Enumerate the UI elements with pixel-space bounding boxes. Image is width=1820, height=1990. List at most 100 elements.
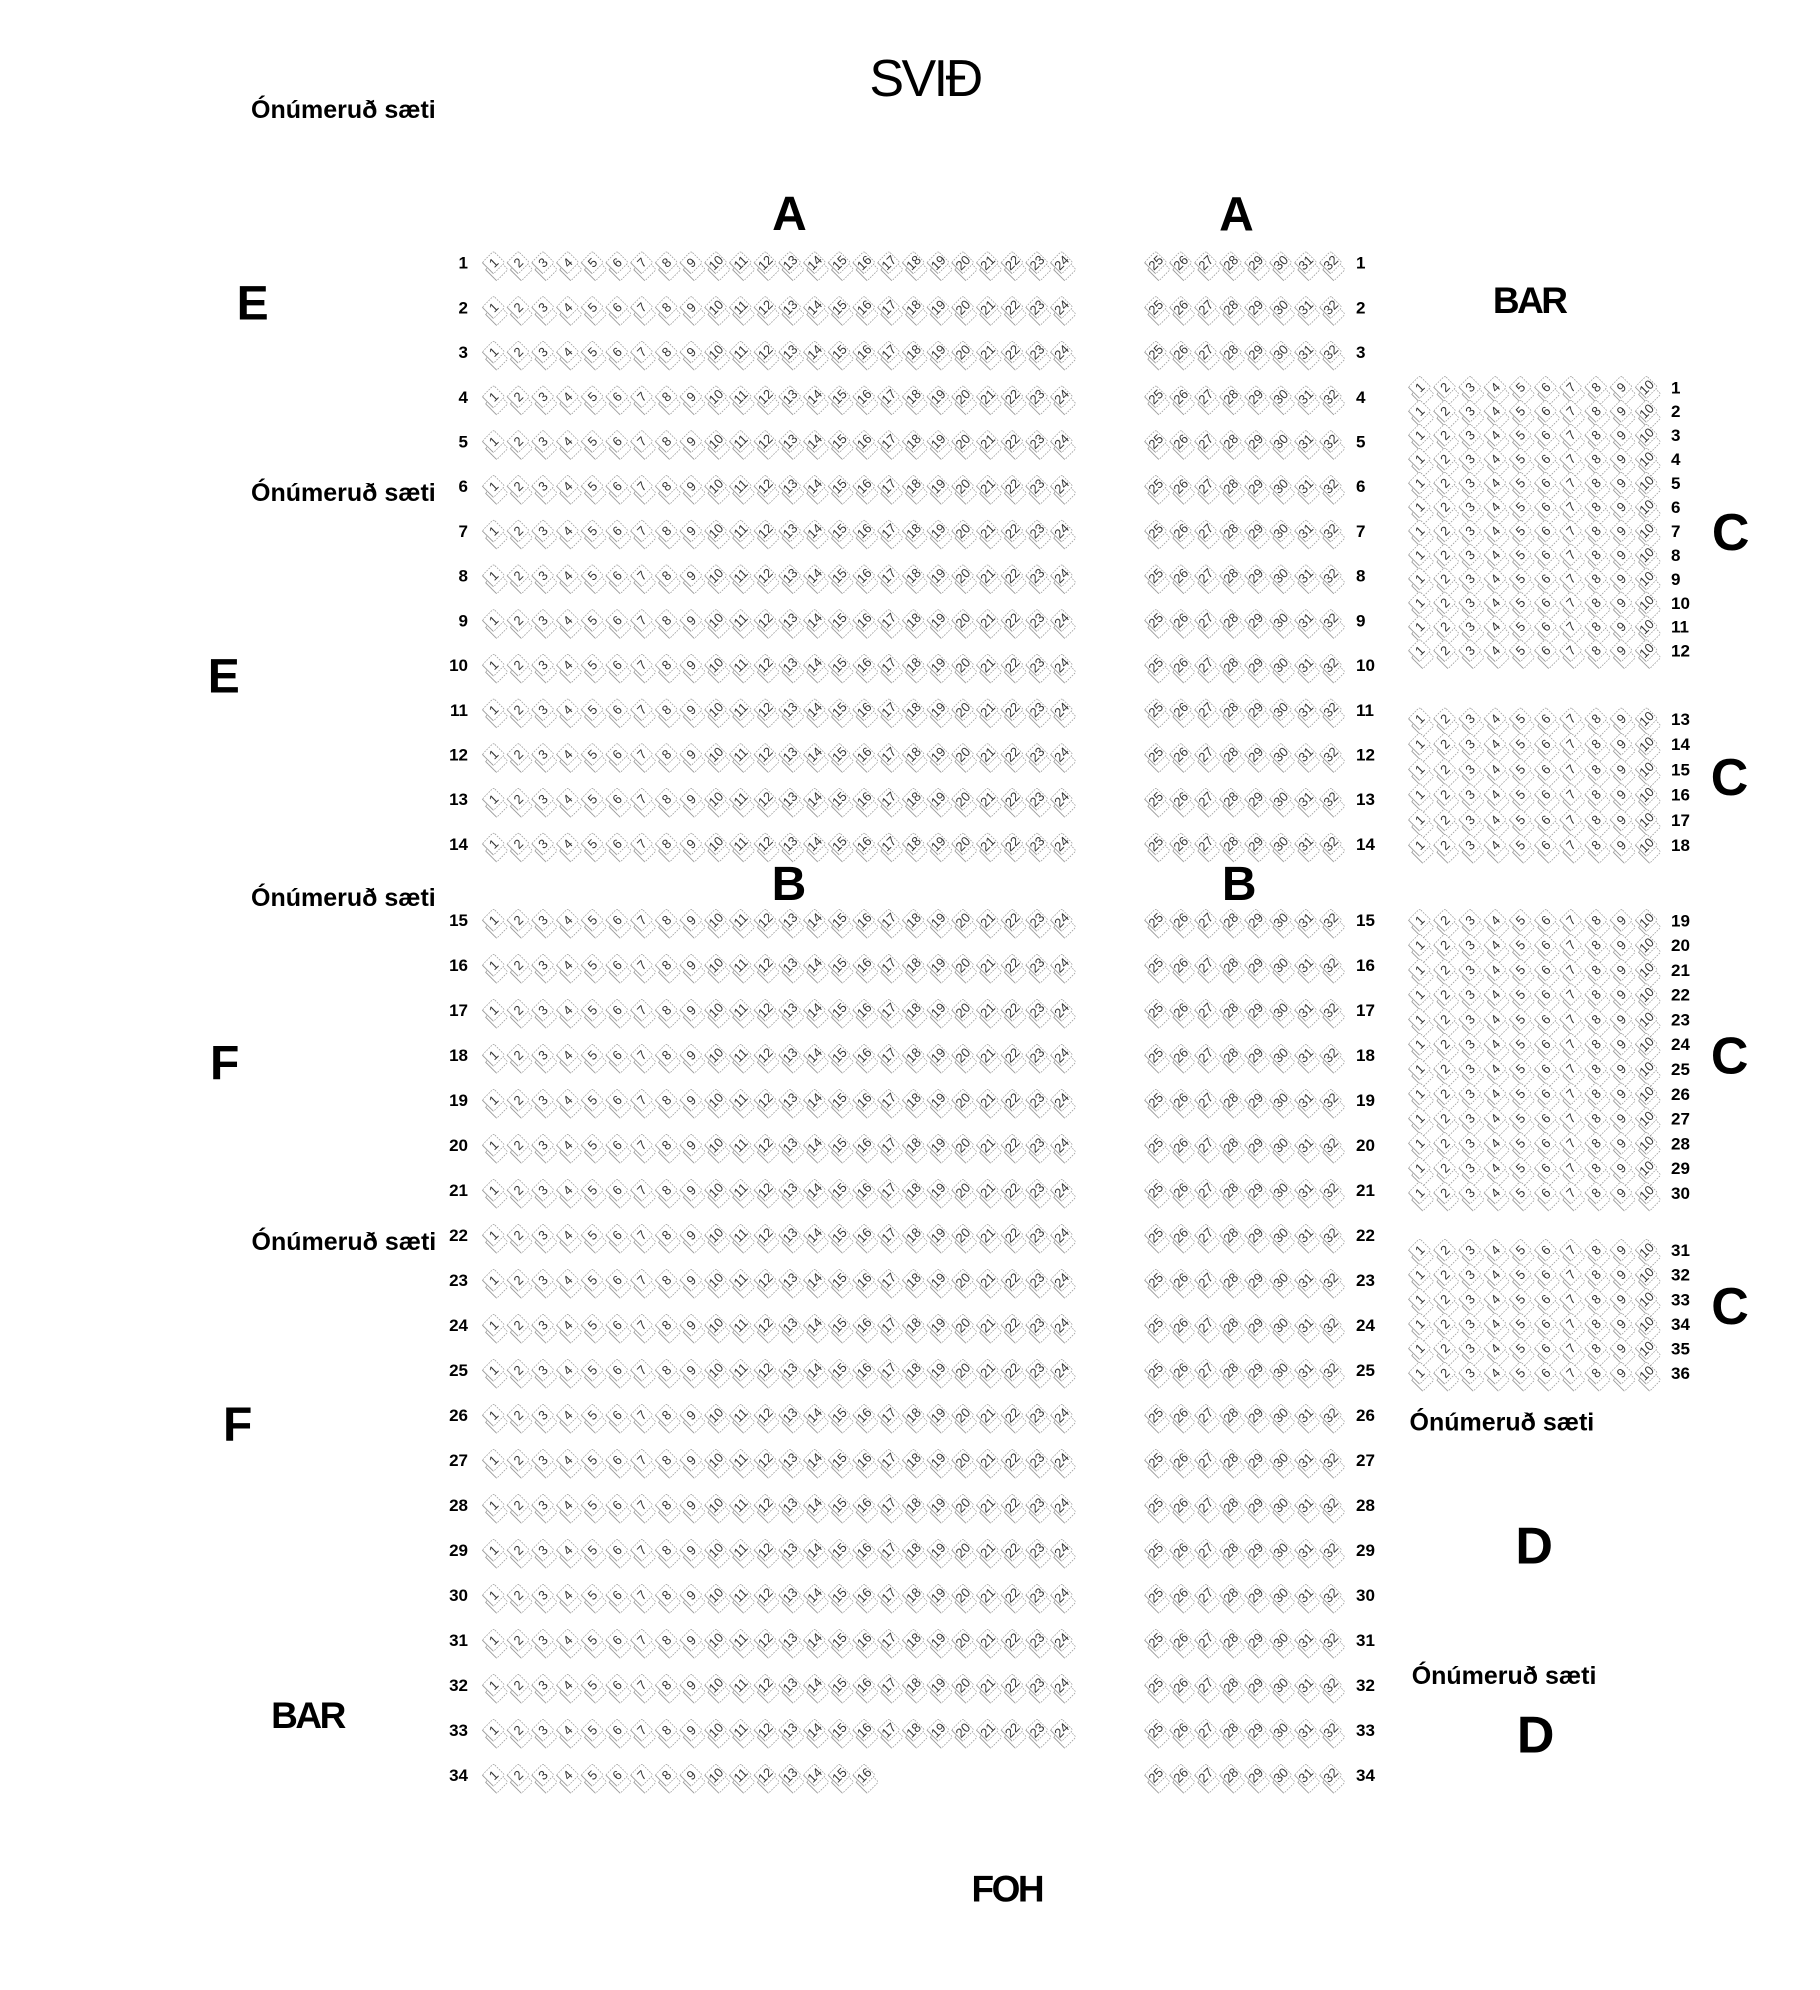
svg-text:12: 12 bbox=[1671, 642, 1690, 661]
svg-text:Ónúmeruð sæti: Ónúmeruð sæti bbox=[251, 882, 436, 912]
svg-text:27: 27 bbox=[1671, 1110, 1690, 1129]
svg-text:33: 33 bbox=[1356, 1721, 1375, 1740]
svg-text:18: 18 bbox=[1671, 836, 1690, 855]
svg-text:29: 29 bbox=[1671, 1159, 1690, 1178]
svg-text:16: 16 bbox=[1356, 956, 1375, 975]
svg-text:1: 1 bbox=[1671, 378, 1680, 397]
svg-text:28: 28 bbox=[1671, 1134, 1690, 1153]
svg-text:C: C bbox=[1711, 1278, 1749, 1336]
svg-text:23: 23 bbox=[1671, 1010, 1690, 1029]
svg-text:21: 21 bbox=[1671, 961, 1690, 980]
svg-text:20: 20 bbox=[1356, 1136, 1375, 1155]
svg-text:20: 20 bbox=[1671, 936, 1690, 955]
svg-text:30: 30 bbox=[449, 1586, 468, 1605]
svg-text:34: 34 bbox=[1356, 1766, 1375, 1785]
svg-text:2: 2 bbox=[1356, 298, 1365, 317]
svg-text:19: 19 bbox=[1671, 911, 1690, 930]
svg-text:15: 15 bbox=[1671, 760, 1690, 779]
svg-text:5: 5 bbox=[1356, 433, 1365, 452]
svg-text:11: 11 bbox=[1671, 618, 1689, 637]
svg-text:15: 15 bbox=[1356, 911, 1375, 930]
svg-text:BAR: BAR bbox=[271, 1695, 345, 1736]
svg-text:26: 26 bbox=[1356, 1406, 1375, 1425]
svg-text:F: F bbox=[223, 1399, 252, 1452]
svg-text:Ónúmeruð sæti: Ónúmeruð sæti bbox=[252, 1226, 437, 1256]
svg-text:F: F bbox=[210, 1037, 239, 1090]
svg-text:36: 36 bbox=[1671, 1364, 1690, 1383]
svg-text:C: C bbox=[1711, 749, 1749, 807]
svg-text:31: 31 bbox=[449, 1631, 468, 1650]
svg-text:17: 17 bbox=[1671, 811, 1690, 830]
svg-text:E: E bbox=[237, 278, 269, 331]
svg-text:24: 24 bbox=[1356, 1316, 1375, 1335]
svg-text:10: 10 bbox=[449, 656, 468, 675]
svg-text:8: 8 bbox=[459, 567, 468, 586]
svg-text:25: 25 bbox=[1356, 1361, 1375, 1380]
svg-text:31: 31 bbox=[1671, 1241, 1690, 1260]
svg-text:22: 22 bbox=[449, 1226, 468, 1245]
svg-text:9: 9 bbox=[1671, 570, 1680, 589]
svg-text:SVIÐ: SVIÐ bbox=[869, 50, 981, 108]
svg-text:4: 4 bbox=[1356, 388, 1366, 407]
svg-text:35: 35 bbox=[1671, 1340, 1690, 1359]
svg-text:13: 13 bbox=[1356, 790, 1375, 809]
svg-text:29: 29 bbox=[449, 1541, 468, 1560]
svg-text:12: 12 bbox=[449, 746, 468, 765]
svg-text:C: C bbox=[1711, 1027, 1749, 1085]
svg-text:27: 27 bbox=[449, 1451, 468, 1470]
svg-text:14: 14 bbox=[1671, 735, 1690, 754]
svg-text:11: 11 bbox=[450, 701, 468, 720]
svg-text:Ónúmeruð sæti: Ónúmeruð sæti bbox=[251, 477, 436, 507]
svg-text:26: 26 bbox=[449, 1406, 468, 1425]
svg-text:13: 13 bbox=[1671, 710, 1690, 729]
svg-text:26: 26 bbox=[1671, 1085, 1690, 1104]
svg-text:16: 16 bbox=[1671, 786, 1690, 805]
svg-text:D: D bbox=[1515, 1518, 1553, 1576]
svg-text:23: 23 bbox=[1356, 1271, 1375, 1290]
svg-text:B: B bbox=[1222, 858, 1257, 911]
svg-text:B: B bbox=[772, 858, 807, 911]
svg-text:17: 17 bbox=[1356, 1001, 1375, 1020]
svg-text:22: 22 bbox=[1671, 986, 1690, 1005]
svg-text:32: 32 bbox=[449, 1676, 468, 1695]
svg-text:32: 32 bbox=[1671, 1266, 1690, 1285]
svg-text:6: 6 bbox=[459, 477, 468, 496]
svg-text:6: 6 bbox=[1356, 477, 1365, 496]
svg-text:2: 2 bbox=[1671, 402, 1680, 421]
svg-text:D: D bbox=[1517, 1707, 1555, 1765]
svg-text:24: 24 bbox=[449, 1316, 468, 1335]
svg-text:24: 24 bbox=[1671, 1035, 1690, 1054]
svg-text:4: 4 bbox=[459, 388, 469, 407]
svg-text:30: 30 bbox=[1671, 1184, 1690, 1203]
svg-text:Ónúmeruð sæti: Ónúmeruð sæti bbox=[1412, 1660, 1597, 1690]
svg-text:23: 23 bbox=[449, 1271, 468, 1290]
svg-text:A: A bbox=[772, 188, 807, 241]
svg-text:9: 9 bbox=[1356, 611, 1365, 630]
svg-text:31: 31 bbox=[1356, 1631, 1375, 1650]
svg-text:14: 14 bbox=[449, 835, 468, 854]
svg-text:3: 3 bbox=[1671, 426, 1680, 445]
svg-text:29: 29 bbox=[1356, 1541, 1375, 1560]
svg-text:Ónúmeruð sæti: Ónúmeruð sæti bbox=[251, 94, 436, 124]
svg-text:9: 9 bbox=[459, 611, 468, 630]
svg-text:22: 22 bbox=[1356, 1226, 1375, 1245]
svg-text:16: 16 bbox=[449, 956, 468, 975]
svg-text:25: 25 bbox=[1671, 1060, 1690, 1079]
svg-text:4: 4 bbox=[1671, 450, 1681, 469]
svg-text:7: 7 bbox=[1671, 522, 1680, 541]
svg-text:18: 18 bbox=[1356, 1046, 1375, 1065]
svg-text:11: 11 bbox=[1356, 701, 1374, 720]
svg-text:25: 25 bbox=[449, 1361, 468, 1380]
svg-text:12: 12 bbox=[1356, 746, 1375, 765]
svg-text:28: 28 bbox=[1356, 1496, 1375, 1515]
svg-text:21: 21 bbox=[1356, 1181, 1375, 1200]
svg-text:13: 13 bbox=[449, 790, 468, 809]
svg-text:28: 28 bbox=[449, 1496, 468, 1515]
svg-text:14: 14 bbox=[1356, 835, 1375, 854]
svg-text:5: 5 bbox=[459, 433, 468, 452]
svg-text:32: 32 bbox=[1356, 1676, 1375, 1695]
svg-text:7: 7 bbox=[1356, 522, 1365, 541]
svg-text:15: 15 bbox=[449, 911, 468, 930]
svg-text:30: 30 bbox=[1356, 1586, 1375, 1605]
svg-text:A: A bbox=[1219, 189, 1254, 242]
